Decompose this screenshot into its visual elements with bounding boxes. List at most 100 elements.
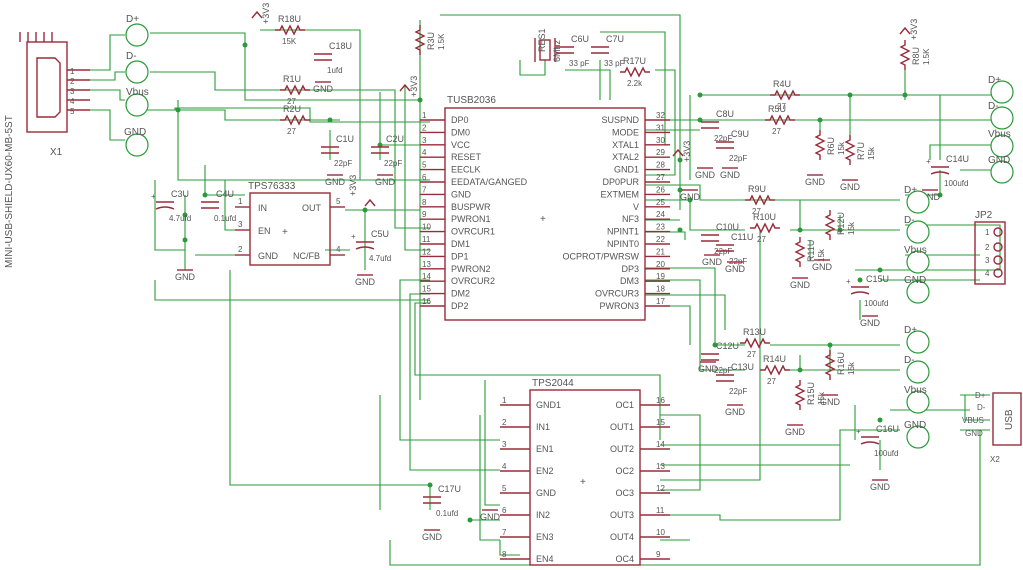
tps2044-pin-name: EN1 [536, 444, 554, 454]
gnd-label: GND [812, 262, 833, 272]
resistor-symbol [794, 237, 806, 267]
gnd-label: GND [480, 512, 501, 522]
tusb-pin-num: 23 [656, 223, 665, 232]
junctions [175, 42, 943, 523]
tps2044-pin-num: 6 [502, 506, 507, 515]
x1-pin-3: 3 [70, 87, 75, 96]
capacitor-value: 1ufd [327, 66, 343, 75]
tps2044-pin-num: 7 [502, 528, 507, 537]
x1-ref: X1 [50, 147, 63, 158]
resistor-value: 15K [282, 37, 297, 46]
resistor-ref: R6U [826, 137, 836, 155]
resistor-ref: R7U [856, 142, 866, 160]
svg-text:+: + [282, 227, 288, 238]
tusb-pin-num: 31 [656, 123, 665, 132]
resistor-value: 1.5K [437, 33, 446, 50]
resistor-symbol [620, 66, 650, 78]
capacitor-ref: C16U [876, 424, 899, 434]
capacitor-value: 100ufd [874, 449, 898, 458]
tusb-pin-num: 1 [422, 111, 427, 120]
resistor-value: 27 [287, 97, 296, 106]
tusb-pin-name: MODE [612, 127, 639, 137]
gnd-label: GND [313, 84, 334, 94]
resistor-value: 27 [777, 102, 786, 111]
v33-arrow-icon [399, 83, 411, 92]
resistor-symbol [814, 130, 826, 160]
capacitor-ref: C14U [946, 154, 969, 164]
capacitor-value: 22pF [714, 134, 732, 143]
resistor-symbol [844, 135, 856, 165]
tps2044-pin-num: 12 [656, 484, 665, 493]
tps2044-pin-name: OUT4 [610, 532, 634, 542]
gnd-label: GND [375, 177, 396, 187]
jp2-pin-1: 1 [985, 228, 990, 237]
tusb-pin-num: 10 [422, 223, 431, 232]
left-pad-vbus: Vbus [126, 87, 149, 98]
x1-pin-2: 2 [70, 77, 75, 86]
resistor-ref: R5U [768, 104, 786, 114]
capacitor-ref: C5U [371, 229, 389, 239]
tusb-pin-name: XTAL2 [612, 152, 639, 162]
tusb-pin-num: 26 [656, 185, 665, 194]
resistor-symbol [760, 364, 790, 376]
tps2044-name: TPS2044 [532, 378, 574, 389]
tps76333-pin-nc-num: 4 [336, 245, 341, 254]
resistor-symbol [824, 210, 836, 240]
capacitor-value: 22pF [384, 159, 402, 168]
tusb-pin-name: DM0 [451, 127, 470, 137]
tusb-pin-name: DP0PUR [602, 177, 639, 187]
capacitor-value: 22pF [714, 366, 732, 375]
v33-label: +3V3 [909, 19, 919, 40]
tusb-pin-num: 19 [656, 272, 665, 281]
polarity-plus: + [926, 157, 931, 166]
gnd-label: GND [720, 170, 741, 180]
capacitor-value: 33 pF [569, 59, 590, 68]
capacitor-value: 22pF [729, 154, 747, 163]
tusb-pin-name: PWRON1 [451, 214, 491, 224]
res1-value: 6Mhz [552, 39, 562, 62]
tusb-pin-name: NF3 [622, 214, 639, 224]
tps2044-pin-name: OC4 [615, 554, 634, 564]
polarity-plus: + [846, 277, 851, 286]
tusb-pin-name: OVRCUR3 [595, 289, 639, 299]
pad-circle [906, 330, 930, 354]
capacitor-ref: C10U [716, 222, 739, 232]
capacitor-value: 33 pF [604, 59, 625, 68]
tusb-pin-name: DP2 [451, 301, 469, 311]
tps2044-pin-num: 2 [502, 418, 507, 427]
capacitor-value: 4.7ufd [369, 254, 391, 263]
gnd-label: GND [820, 397, 841, 407]
x1-pin-1: 1 [70, 67, 75, 76]
tusb-pin-name: EEDATA/GANGED [451, 177, 528, 187]
pad-label: D- [904, 355, 915, 366]
resistor-ref: R2U [283, 104, 301, 114]
gnd-label: GND [790, 280, 811, 290]
gnd-label: GND [920, 192, 941, 202]
tusb-pin-num: 24 [656, 210, 665, 219]
tps2044-pin-num: 1 [502, 396, 507, 405]
pad-label: Vbus [988, 129, 1011, 140]
resistor-value: 27 [772, 127, 781, 136]
x2-pin-vbus: VBUS [962, 416, 984, 425]
resistor-value: 27 [757, 235, 766, 244]
tusb-pin-name: OVRCUR1 [451, 227, 495, 237]
resistor-symbol [750, 222, 780, 234]
resistor-symbol [280, 84, 310, 96]
tusb-pin-num: 2 [422, 123, 427, 132]
tusb-pin-name: V [633, 202, 639, 212]
gnd-label: GND [422, 532, 443, 542]
capacitor-value: 100ufd [864, 299, 888, 308]
tusb-pin-num: 15 [422, 285, 431, 294]
tps2044-pin-name: OUT3 [610, 510, 634, 520]
x2-pin-gnd: GND [965, 429, 983, 438]
resistor-symbol [794, 380, 806, 410]
capacitor-ref: C1U [336, 134, 354, 144]
capacitor-plate [355, 246, 375, 250]
tusb-pin-num: 28 [656, 161, 665, 170]
pad-label: GND [988, 155, 1010, 166]
capacitor-plate [155, 206, 175, 210]
x2-body-label: USB [1004, 409, 1015, 430]
capacitor-value: 0.1ufd [436, 509, 458, 518]
